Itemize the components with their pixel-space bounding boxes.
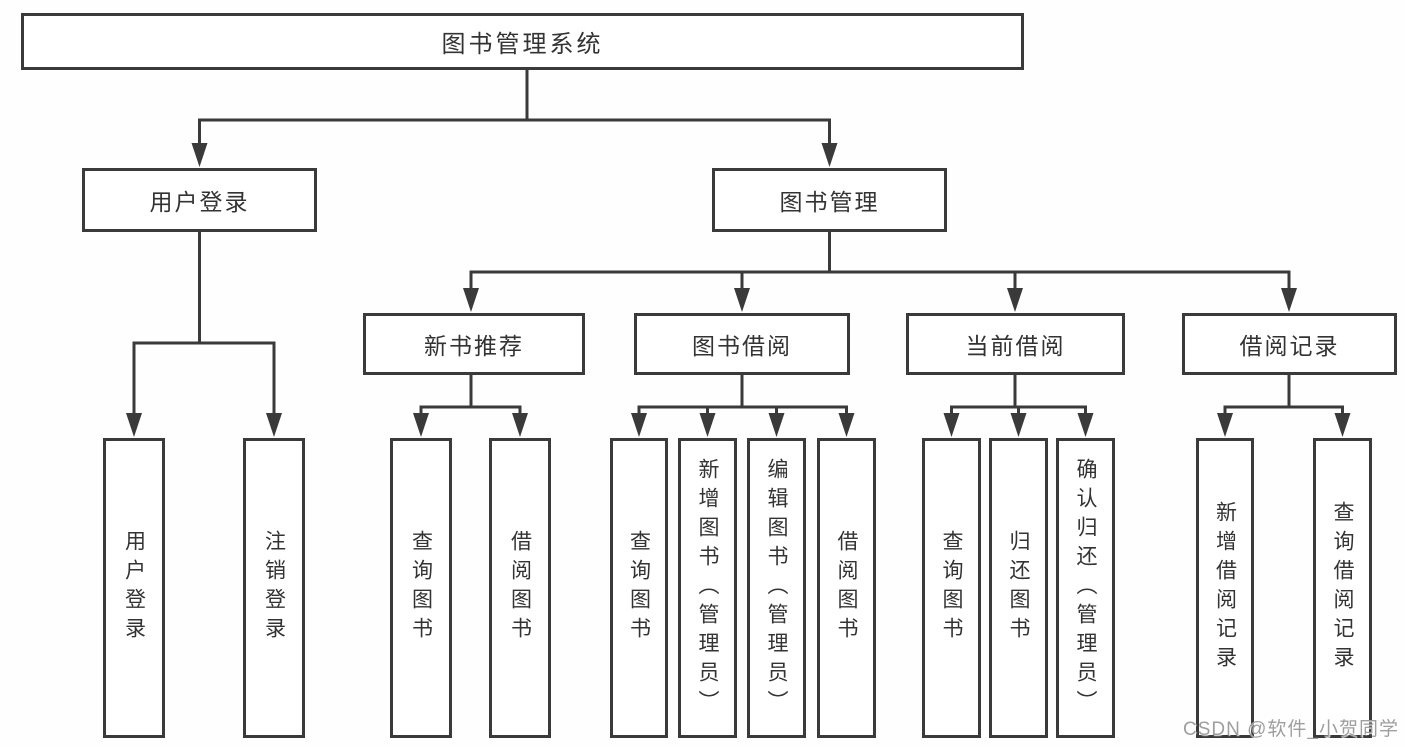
- leaf-borrowing-borrow-books: 借阅图书: [817, 438, 876, 738]
- leaf-borrowing-add-books-admin: 新增图书（管理员）: [678, 438, 737, 738]
- leaf-user-login: 用户登录: [103, 438, 165, 738]
- node-new-book-recommend: 新书推荐: [363, 313, 585, 375]
- leaf-label: 用户登录: [122, 530, 146, 646]
- leaf-recommend-borrow-books: 借阅图书: [489, 438, 551, 738]
- node-book-management: 图书管理: [712, 168, 947, 232]
- leaf-label: 查询图书: [409, 530, 433, 646]
- leaf-current-confirm-return-admin: 确认归还（管理员）: [1056, 438, 1115, 738]
- leaf-recommend-query-books: 查询图书: [390, 438, 452, 738]
- node-user-login: 用户登录: [82, 168, 317, 232]
- leaf-label: 查询借阅记录: [1331, 501, 1354, 675]
- leaf-label: 归还图书: [1007, 530, 1030, 646]
- leaf-label: 新增借阅记录: [1213, 501, 1237, 675]
- node-label: 图书管理: [779, 189, 880, 215]
- node-borrow-records: 借阅记录: [1182, 313, 1397, 375]
- node-label: 借阅记录: [1239, 333, 1340, 359]
- node-label: 图书借阅: [692, 333, 792, 359]
- node-label: 用户登录: [149, 189, 250, 215]
- leaf-label: 查询图书: [940, 530, 963, 646]
- leaf-logout: 注销登录: [243, 438, 305, 738]
- leaf-records-query-record: 查询借阅记录: [1313, 438, 1372, 738]
- node-label: 当前借阅: [965, 333, 1066, 359]
- csdn-watermark: CSDN @软件_小贺同学: [1183, 719, 1399, 740]
- leaf-records-add-record: 新增借阅记录: [1196, 438, 1254, 738]
- leaf-borrowing-query-books: 查询图书: [610, 438, 668, 738]
- node-label: 图书管理系统: [441, 31, 604, 58]
- node-current-borrowing: 当前借阅: [906, 313, 1125, 375]
- leaf-label: 新增图书（管理员）: [696, 457, 719, 719]
- leaf-current-return-books: 归还图书: [989, 438, 1048, 738]
- node-root-system: 图书管理系统: [21, 13, 1024, 70]
- leaf-label: 查询图书: [627, 530, 651, 646]
- node-label: 新书推荐: [424, 333, 524, 359]
- leaf-label: 借阅图书: [835, 530, 858, 646]
- leaf-label: 注销登录: [262, 530, 286, 646]
- node-book-borrowing: 图书借阅: [634, 313, 850, 375]
- leaf-borrowing-edit-books-admin: 编辑图书（管理员）: [747, 438, 806, 738]
- leaf-label: 借阅图书: [508, 530, 532, 646]
- leaf-label: 编辑图书（管理员）: [765, 457, 788, 719]
- leaf-current-query-books: 查询图书: [922, 438, 981, 738]
- leaf-label: 确认归还（管理员）: [1074, 457, 1097, 719]
